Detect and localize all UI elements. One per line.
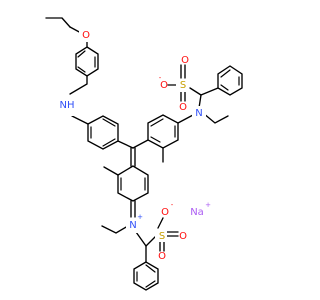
n-to-ch-bond [198,94,202,109]
ethoxyphenyl-ring-double [77,50,96,73]
s2-o-top-bond [157,217,164,229]
ch-to-s1-bond [189,87,202,96]
quinoid-ring-double [120,177,146,191]
bottom-phenyl-ring [133,261,159,291]
molecule-structure: O NH N S O O - O N + S O - O O Na + [45,17,243,291]
n-plus-label: N [129,220,136,231]
structure-canvas: O NH N S O O - O N + S O - O O Na + [45,17,243,291]
s2-oxygen-bottom-label: O [158,251,166,262]
ether-oxygen-label: O [82,30,90,41]
ch-to-s2-bond [145,235,157,247]
aryl-to-central-bond [117,140,134,149]
methyl-bond-2 [103,166,119,176]
ch-to-phenyl-bond [200,87,219,96]
upper-right-ring [147,114,179,149]
s1-o-top-double [180,64,186,79]
amine-nitrogen-label: N [195,108,202,119]
s2-oxygen-top-charge: - [171,201,174,209]
s1-oxygen-top-label: O [181,55,189,66]
sodium-label: Na [190,207,204,218]
quinoid-to-nplus-double [130,200,136,218]
ring-to-nh-bond [69,75,88,95]
bottom-phenyl-ring-double [136,264,156,288]
s2-oxygen-top-label: O [161,207,169,218]
s2-oxygen-right-label: O [179,231,187,242]
bond-lines [45,17,243,291]
nplus-ethyl-bond [101,225,129,234]
top-phenyl-ring [217,65,243,96]
s2-o-right-double [166,231,179,237]
atom-labels: O NH N S O O - O N + S O - O O Na + [58,29,211,262]
nh-label: NH [60,100,75,111]
n-ethyl-bond [202,112,229,124]
s1-o-bottom-double [180,91,186,102]
n-plus-charge: + [137,213,143,221]
s1-oxygen-bottom-label: O [179,102,187,113]
s1-oxygen-left-charge: - [159,74,162,82]
s1-oxygen-left-label: O [160,80,168,91]
quinoid-ring [117,165,149,202]
nplus-to-ch-bond [135,231,147,247]
aminophenyl-ring [87,115,119,150]
upper-right-ring-double [150,118,176,143]
sulfur-1-label: S [180,80,186,91]
central-to-right-ring-bond [132,139,149,149]
sodium-charge: + [205,201,211,209]
central-double-bond [130,147,136,167]
sulfur-2-label: S [159,231,165,242]
nh-to-aryl-bond [71,115,89,125]
ring-to-n-bond [177,114,194,124]
ethoxy-ethyl-bond [45,17,71,28]
top-phenyl-ring-double [220,69,240,91]
s2-o-bottom-double [159,241,165,252]
aminophenyl-ring-double [90,118,116,147]
